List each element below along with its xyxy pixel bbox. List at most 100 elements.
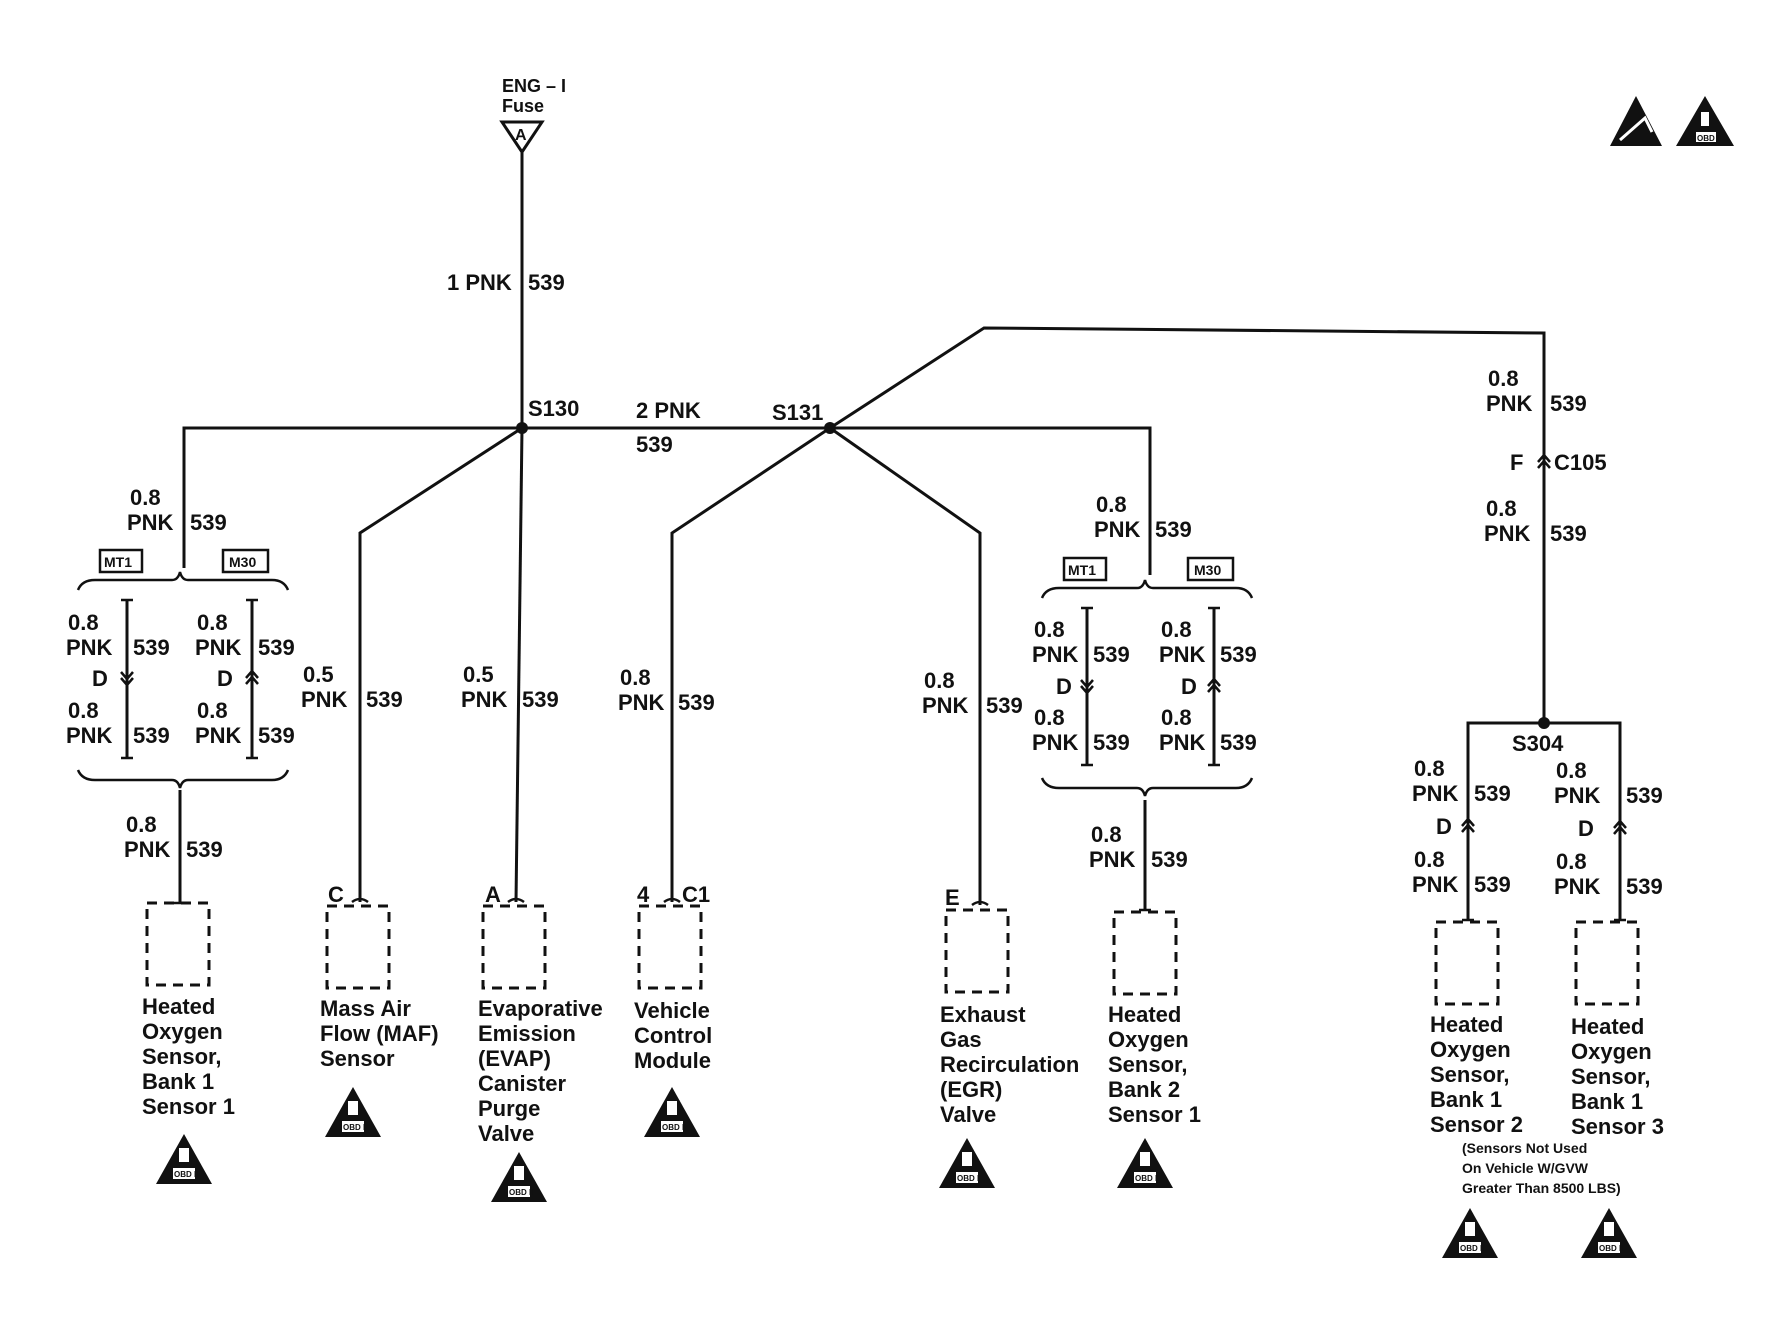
gauge: 0.8 <box>68 610 99 635</box>
chevron-up-icon <box>1207 677 1221 693</box>
wire-egr <box>829 426 982 905</box>
gauge: 0.5 <box>303 662 334 687</box>
gauge: 0.8 <box>1161 705 1192 730</box>
gvw-note: (Sensors Not Used On Vehicle W/GVW Great… <box>1462 1140 1621 1196</box>
component-name-vcm: Vehicle Control Module <box>634 998 718 1073</box>
option-tag-m30 <box>1186 556 1235 582</box>
circuit: 539 <box>258 723 295 748</box>
gauge: 0.8 <box>197 610 228 635</box>
wire-vcm <box>670 426 831 902</box>
gauge: 0.5 <box>463 662 494 687</box>
fuse: ENG – I Fuse A <box>499 76 566 155</box>
fuse-name: ENG – I <box>502 76 566 96</box>
color: PNK <box>461 687 508 712</box>
wire-maf <box>358 426 523 902</box>
brace-bottom <box>1040 777 1254 797</box>
chevron-up-icon <box>1613 819 1627 835</box>
color: PNK <box>195 635 242 660</box>
component-names: Heated Oxygen Sensor, Bank 1 Sensor 1 Ma… <box>142 994 1664 1196</box>
circuit: 539 <box>1474 781 1511 806</box>
circuit: 539 <box>1151 847 1188 872</box>
connector-c105-pin: F <box>1510 450 1523 475</box>
option-tag-mt1 <box>98 548 144 574</box>
circuit: 539 <box>133 635 170 660</box>
pin-maf: C <box>328 882 344 907</box>
wire-labels: 1 PNK 539 2 PNK 539 0.8 PNK 539 0.8 PNK … <box>66 270 1663 899</box>
circuit: 539 <box>133 723 170 748</box>
color: PNK <box>66 635 113 660</box>
circuit: 539 <box>366 687 403 712</box>
component-box-maf <box>325 904 391 990</box>
circuit: 539 <box>1093 730 1130 755</box>
component-name-maf: Mass Air Flow (MAF) Sensor <box>320 996 445 1071</box>
color: PNK <box>1412 781 1459 806</box>
color: PNK <box>1032 642 1079 667</box>
circuit: 539 <box>1474 872 1511 897</box>
gauge: 0.8 <box>620 665 651 690</box>
color: PNK <box>1554 874 1601 899</box>
gauge: 0.8 <box>1091 822 1122 847</box>
splices: S130 S131 S304 <box>516 396 1564 756</box>
fuse-sub: Fuse <box>502 96 544 116</box>
gauge: 0.8 <box>1034 705 1065 730</box>
gauge: 0.8 <box>1556 849 1587 874</box>
color: PNK <box>66 723 113 748</box>
chevron-up-icon <box>245 669 259 685</box>
brace-top <box>76 571 290 591</box>
splice-dot-s130 <box>516 422 528 434</box>
color: PNK <box>195 723 242 748</box>
wires <box>125 152 1622 920</box>
component-name-ho2s-b1s2: Heated Oxygen Sensor, Bank 1 Sensor 2 <box>1430 1012 1523 1137</box>
chevron-down-icon <box>120 671 134 687</box>
circuit: 539 <box>678 690 715 715</box>
component-box-vcm <box>637 904 703 990</box>
gauge: 0.8 <box>1488 366 1519 391</box>
obd-warning-icon: OBD II <box>156 1134 212 1184</box>
wire-end-caps <box>121 598 258 760</box>
circuit: 539 <box>258 635 295 660</box>
option-label-mt1: MT1 <box>104 554 132 570</box>
inline-connectors <box>120 453 1627 835</box>
pin-vcm: 4 <box>637 882 650 907</box>
option-label-m30: M30 <box>229 554 256 570</box>
wire-main-circuit: 539 <box>528 270 565 295</box>
color: PNK <box>124 837 171 862</box>
circuit: 539 <box>1220 642 1257 667</box>
component-name-egr: Exhaust Gas Recirculation (EGR) Valve <box>940 1002 1086 1127</box>
inline-d: D <box>92 666 108 691</box>
circuit: 539 <box>186 837 223 862</box>
wire-main-label: 1 PNK <box>447 270 512 295</box>
wire-evap <box>514 427 524 903</box>
option-group-left: MT1 M30 <box>76 548 290 789</box>
circuit: 539 <box>190 510 227 535</box>
esd-warning-icon <box>1610 96 1662 146</box>
color: PNK <box>1159 730 1206 755</box>
svg-text:OBD I: OBD I <box>343 1123 365 1132</box>
color: PNK <box>1089 847 1136 872</box>
obd-warning-icon: OBD I <box>939 1138 995 1188</box>
circuit: 539 <box>522 687 559 712</box>
obd-warning-icon: OBD II <box>1581 1208 1637 1258</box>
splice-dot-s131 <box>824 422 836 434</box>
circuit: 539 <box>986 693 1023 718</box>
svg-text:OBD II: OBD II <box>662 1123 686 1132</box>
gauge: 0.8 <box>1556 758 1587 783</box>
brace-top <box>1040 579 1254 599</box>
gauge: 0.8 <box>126 812 157 837</box>
inline-d: D <box>1578 816 1594 841</box>
component-name-ho2s-b1s1: Heated Oxygen Sensor, Bank 1 Sensor 1 <box>142 994 235 1119</box>
svg-text:OBD I: OBD I <box>957 1174 979 1183</box>
pin-egr: E <box>945 885 960 910</box>
obd-warning-icon: OBD II <box>1676 96 1734 146</box>
pin-vcm-connector: C1 <box>682 882 710 907</box>
wire-end-caps <box>1081 606 1220 767</box>
color: PNK <box>1484 521 1531 546</box>
gauge: 0.8 <box>68 698 99 723</box>
component-box-ho2s-b1s3 <box>1574 920 1640 1006</box>
terminal-cap <box>663 897 681 904</box>
circuit: 539 <box>1155 517 1192 542</box>
component-box-ho2s-b1s1 <box>145 901 211 987</box>
color: PNK <box>922 693 969 718</box>
gauge: 0.8 <box>1096 492 1127 517</box>
